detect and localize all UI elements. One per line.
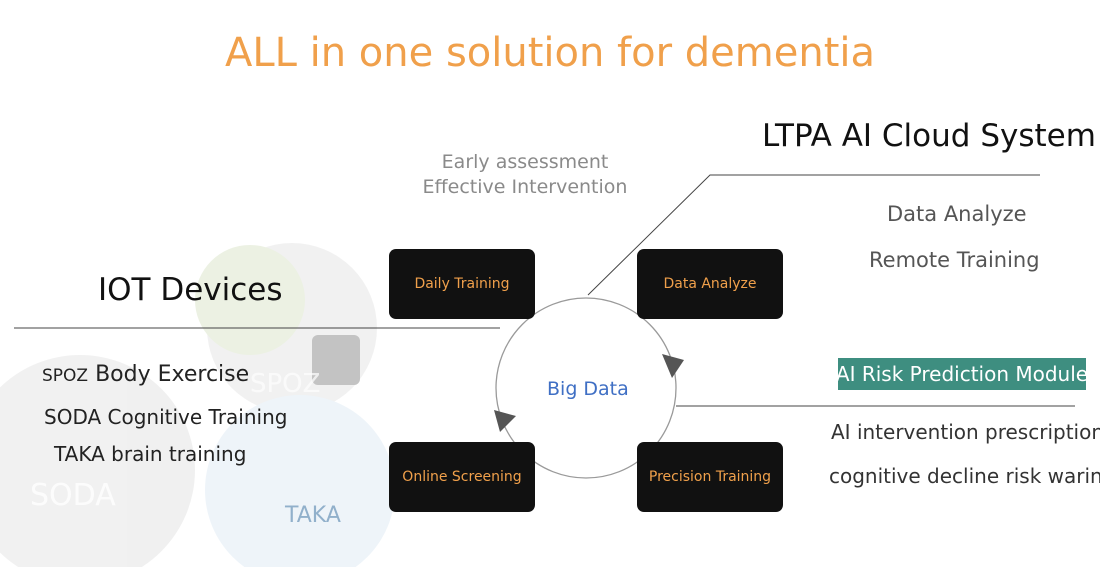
cycle-box-data-analyze: Data Analyze: [637, 249, 783, 319]
cloud-feature-data-analyze: Data Analyze: [887, 202, 1027, 226]
cloud-connector-line: [587, 174, 1040, 296]
goal-line-1: Early assessment: [441, 151, 609, 173]
cloud-system-heading: LTPA AI Cloud System: [762, 118, 1096, 154]
cycle-box-daily-training: Daily Training: [389, 249, 535, 319]
ai-feature-risk-warning: cognitive decline risk waring: [829, 464, 1100, 488]
cloud-feature-remote-training: Remote Training: [869, 248, 1040, 272]
big-data-label: Big Data: [547, 378, 629, 400]
taka-photo-label: TAKA: [284, 503, 341, 528]
product-photos: [0, 243, 395, 567]
iot-item-taka: TAKA brain training: [54, 442, 247, 466]
ai-risk-badge: AI Risk Prediction Module: [836, 358, 1088, 390]
ai-feature-prescription: AI intervention prescription: [831, 420, 1100, 444]
goal-line-2: Effective Intervention: [422, 176, 628, 198]
soda-photo-label: SODA: [30, 478, 116, 513]
cycle-arrow-up-icon: [494, 410, 516, 432]
spoz-prefix: SPOZ: [42, 366, 89, 386]
spoz-photo-label: SPOZ: [250, 369, 320, 399]
goal-text: Early assessment Effective Intervention: [405, 150, 645, 200]
iot-heading: IOT Devices: [98, 272, 283, 308]
big-data-cycle: [495, 297, 677, 479]
cycle-box-online-screening: Online Screening: [389, 442, 535, 512]
page-title: ALL in one solution for dementia: [224, 30, 876, 76]
spoz-rest: Body Exercise: [88, 362, 250, 387]
spoz-screen-photo: [312, 335, 360, 385]
cycle-arrow-down-icon: [662, 354, 684, 378]
iot-item-soda: SODA Cognitive Training: [44, 405, 288, 429]
iot-item-spoz: SPOZ Body Exercise: [42, 362, 249, 387]
cycle-box-precision-training: Precision Training: [637, 442, 783, 512]
soda-photo-circle: [0, 355, 195, 567]
taka-photo-circle: [205, 395, 395, 567]
